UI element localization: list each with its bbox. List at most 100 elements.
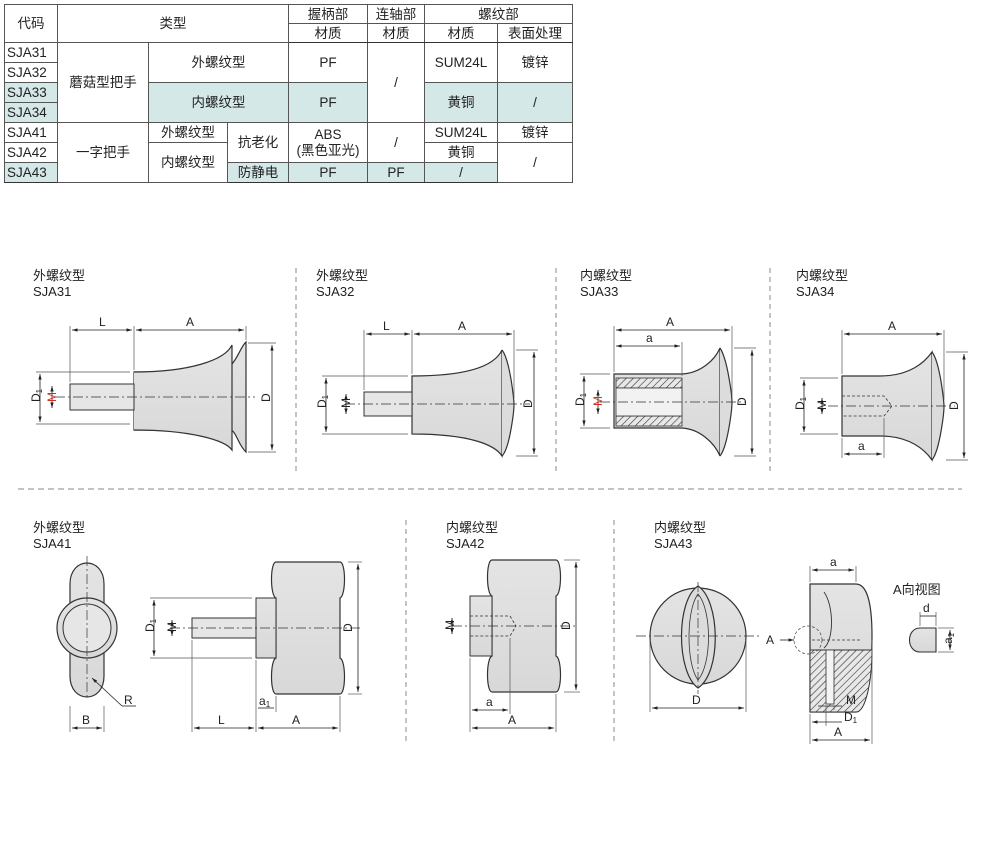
sja34-code: SJA34 [796, 284, 834, 299]
header-thread: 螺纹部 [424, 4, 573, 24]
sja31-dim-d: D [259, 393, 273, 402]
sja32-dim-l: L [383, 319, 390, 333]
drawing-sja32: 外螺纹型 SJA32 L A D D1 M [315, 268, 538, 459]
type-mushroom-internal: 内螺纹型 [148, 82, 289, 123]
sja43-dim-d: D [692, 693, 701, 707]
thread-material-sum24l-2: SUM24L [424, 122, 498, 143]
sja43-title: 内螺纹型 [654, 520, 706, 535]
sja43-view-label: A向视图 [893, 582, 941, 597]
sja43-dim-d-small: d [923, 601, 930, 615]
handle-material-pf-2: PF [288, 82, 368, 123]
handle-material-abs: ABS (黑色亚光) [288, 122, 368, 163]
handle-material-pf-1: PF [288, 42, 368, 83]
sja34-hole [842, 395, 893, 417]
code-sja41: SJA41 [4, 122, 58, 143]
sja33-insert-top [615, 377, 683, 389]
sja34-dim-d1: D1 [793, 396, 808, 410]
sja41-dim-l: L [218, 713, 225, 727]
sja31-dim-a: A [186, 315, 194, 329]
sja33-dim-a-lower: a [646, 331, 653, 345]
sja31-dim-l: L [99, 315, 106, 329]
sja43-code: SJA43 [654, 536, 692, 551]
sja41-dim-d1: D1 [143, 618, 158, 632]
sja42-dim-a-upper: A [508, 713, 516, 727]
sja34-title: 内螺纹型 [796, 268, 848, 283]
sja31-dim-d1: D1 [29, 388, 44, 402]
sja41-dim-m: M [165, 622, 179, 632]
sja32-dim-m: M [339, 398, 353, 408]
drawing-sja34: 内螺纹型 SJA34 A a D D1 M [793, 268, 968, 462]
sja41-dim-b: B [82, 713, 90, 727]
sja34-dim-m: M [815, 400, 829, 410]
drawing-sja41: 外螺纹型 SJA41 R B D D1 M L A a1 [33, 520, 362, 732]
sja41-body [270, 561, 346, 695]
sja33-dim-a-upper: A [666, 315, 674, 329]
code-sja32: SJA32 [4, 62, 58, 83]
sja43-dim-m: M [846, 693, 856, 707]
sja41-dim-r: R [124, 693, 133, 707]
sja32-code: SJA32 [316, 284, 354, 299]
sja33-title: 内螺纹型 [580, 268, 632, 283]
sja43-view-arrow-a: A [766, 633, 774, 647]
header-shaft-material: 材质 [367, 23, 425, 43]
sja31-code: SJA31 [33, 284, 71, 299]
sja41-code: SJA41 [33, 536, 71, 551]
sja33-dim-m: M [591, 396, 605, 406]
sja43-dim-a1: a1 [941, 632, 956, 644]
thread-material-slash: / [424, 162, 498, 183]
sja43-dim-a-lower: a [830, 555, 837, 569]
sja32-dim-a: A [458, 319, 466, 333]
sja41-dim-a: A [292, 713, 300, 727]
drawing-sja43: 内螺纹型 SJA43 D a A M D1 A A向视图 [636, 520, 956, 744]
sja34-dim-a-upper: A [888, 319, 896, 333]
surface-slash-1: / [497, 82, 573, 123]
sja32-dim-d: D [521, 399, 535, 408]
sja42-dim-d: D [559, 621, 573, 630]
drawing-sja33: 内螺纹型 SJA33 A a D D1 M [573, 268, 756, 457]
shaft-material-slash-2: / [367, 122, 425, 163]
sja41-dim-d: D [341, 623, 355, 632]
sja41-dim-a1: a1 [259, 694, 271, 709]
handle-material-pf-3: PF [288, 162, 368, 183]
code-sja34: SJA34 [4, 102, 58, 123]
spec-table: 代码 类型 握柄部 连轴部 螺纹部 材质 材质 材质 表面处理 SJA31 蘑菇… [4, 4, 573, 183]
sja42-dim-m: M [443, 620, 457, 630]
drawing-sja31: 外螺纹型 SJA31 L A D D1 M [29, 268, 276, 454]
type-anti-aging: 抗老化 [227, 122, 289, 163]
drawing-sja42: 内螺纹型 SJA42 D M a A [443, 520, 580, 732]
type-flat: 一字把手 [57, 122, 149, 183]
sja34-dim-a-lower: a [858, 439, 865, 453]
header-code: 代码 [4, 4, 58, 43]
code-sja43: SJA43 [4, 162, 58, 183]
code-sja31: SJA31 [4, 42, 58, 63]
shaft-material-pf: PF [367, 162, 425, 183]
sja32-title: 外螺纹型 [316, 268, 368, 283]
thread-material-brass-1: 黄铜 [424, 82, 498, 123]
header-type: 类型 [57, 4, 289, 43]
sja33-dim-d: D [735, 397, 749, 406]
sja32-dim-d1: D1 [315, 394, 330, 408]
sja32-body [411, 349, 503, 459]
surface-zinc-1: 镀锌 [497, 42, 573, 83]
sja43-dim-a-upper: A [834, 725, 842, 739]
sja41-title: 外螺纹型 [33, 520, 85, 535]
sja31-dim-m: M [45, 392, 59, 402]
sja33-dim-d1: D1 [573, 392, 588, 406]
type-flat-internal: 内螺纹型 [148, 142, 228, 183]
surface-slash-2: / [497, 142, 573, 183]
sja43-a-view [908, 627, 937, 653]
sja43-dim-d1: D1 [844, 710, 858, 725]
code-sja33: SJA33 [4, 82, 58, 103]
header-thread-material: 材质 [424, 23, 498, 43]
sja42-code: SJA42 [446, 536, 484, 551]
sja33-insert-bottom [615, 415, 683, 427]
sja42-title: 内螺纹型 [446, 520, 498, 535]
sja31-title: 外螺纹型 [33, 268, 85, 283]
sja34-dim-d: D [947, 401, 961, 410]
sja42-dim-a-lower: a [486, 695, 493, 709]
type-mushroom: 蘑菇型把手 [57, 42, 149, 123]
abs-note-text: (黑色亚光) [296, 142, 360, 158]
type-antistatic: 防静电 [227, 162, 289, 183]
abs-text: ABS [314, 126, 342, 142]
